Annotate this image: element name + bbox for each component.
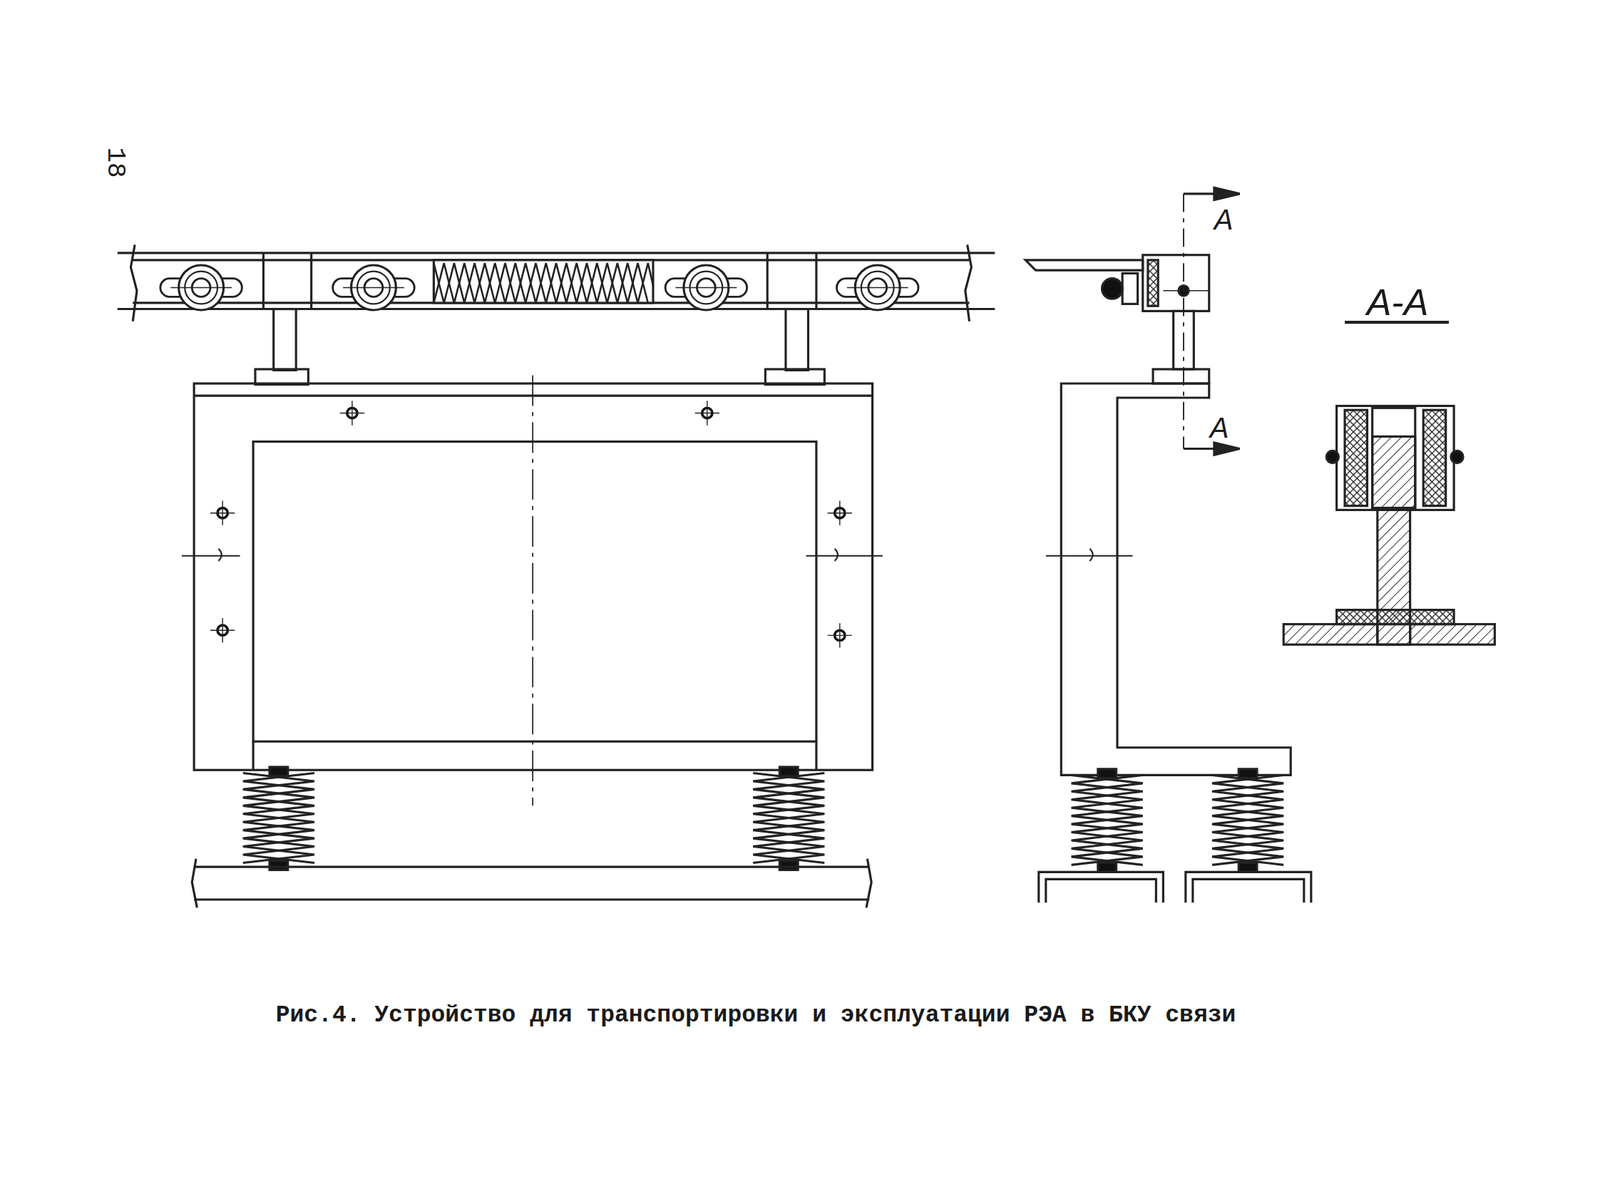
section-mark: A: [1209, 413, 1230, 443]
section-title: A-A: [1366, 283, 1429, 321]
side-view: [1025, 187, 1312, 903]
front-view: [117, 244, 995, 908]
figure-caption: Рис.4. Устройство для транспортировки и …: [275, 1003, 1237, 1028]
section-view: [1283, 322, 1495, 645]
section-mark: A: [1214, 205, 1234, 234]
page-number: 18: [101, 147, 128, 179]
